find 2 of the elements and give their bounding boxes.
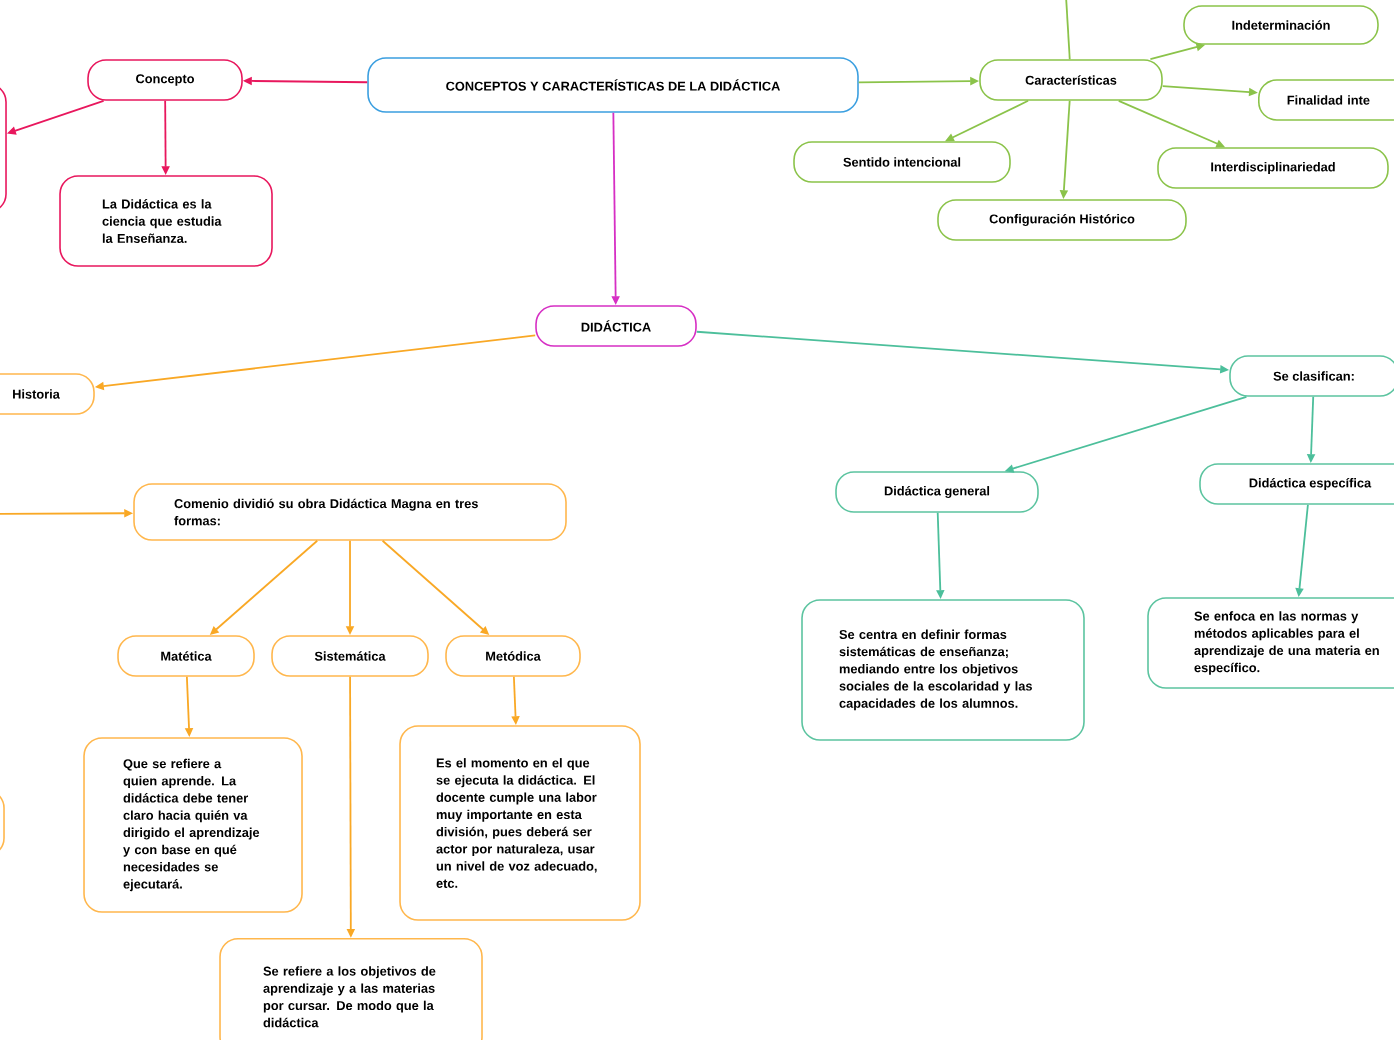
- topic-box: [0, 83, 7, 213]
- arrow: [945, 99, 1030, 142]
